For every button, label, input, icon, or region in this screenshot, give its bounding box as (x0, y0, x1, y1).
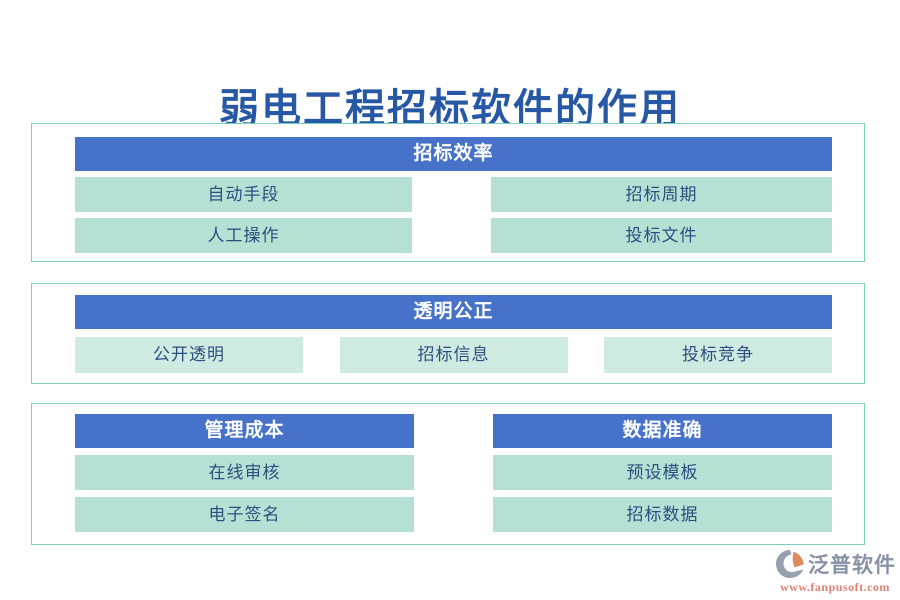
section-3-columns: 管理成本 在线审核 电子签名 数据准确 预设模板 招标数据 (75, 414, 832, 532)
chip-open-transparent: 公开透明 (75, 337, 303, 373)
section-transparency-fairness: 透明公正 公开透明 招标信息 投标竞争 (31, 283, 865, 384)
section-header-data-accuracy: 数据准确 (493, 414, 832, 448)
fanpu-logo-icon (774, 548, 806, 580)
chip-bid-documents: 投标文件 (491, 218, 832, 253)
section-1-item-grid: 自动手段 招标周期 人工操作 投标文件 (75, 177, 832, 253)
chip-manual-operation: 人工操作 (75, 218, 412, 253)
section-cost-and-accuracy: 管理成本 在线审核 电子签名 数据准确 预设模板 招标数据 (31, 403, 865, 545)
vendor-name: 泛普软件 (808, 554, 896, 577)
chip-bidding-cycle: 招标周期 (491, 177, 832, 212)
chip-bidding-info: 招标信息 (339, 337, 568, 373)
chip-electronic-signature: 电子签名 (75, 497, 414, 532)
chip-preset-templates: 预设模板 (493, 455, 832, 490)
chip-auto-means: 自动手段 (75, 177, 412, 212)
column-data-accuracy: 数据准确 预设模板 招标数据 (493, 414, 832, 532)
section-header-bidding-efficiency: 招标效率 (75, 137, 832, 171)
section-bidding-efficiency: 招标效率 自动手段 招标周期 人工操作 投标文件 (31, 123, 865, 262)
vendor-url[interactable]: www.fanpusoft.com (780, 580, 890, 594)
chip-bidding-data: 招标数据 (493, 497, 832, 532)
column-management-cost: 管理成本 在线审核 电子签名 (75, 414, 414, 532)
vendor-logo[interactable]: 泛普软件 www.fanpusoft.com (774, 548, 896, 595)
chip-bid-competition: 投标竞争 (604, 337, 832, 373)
section-2-item-row: 公开透明 招标信息 投标竞争 (75, 337, 832, 373)
chip-online-review: 在线审核 (75, 455, 414, 490)
section-header-management-cost: 管理成本 (75, 414, 414, 448)
section-header-transparency-fairness: 透明公正 (75, 295, 832, 329)
vendor-logo-row: 泛普软件 (774, 548, 896, 580)
